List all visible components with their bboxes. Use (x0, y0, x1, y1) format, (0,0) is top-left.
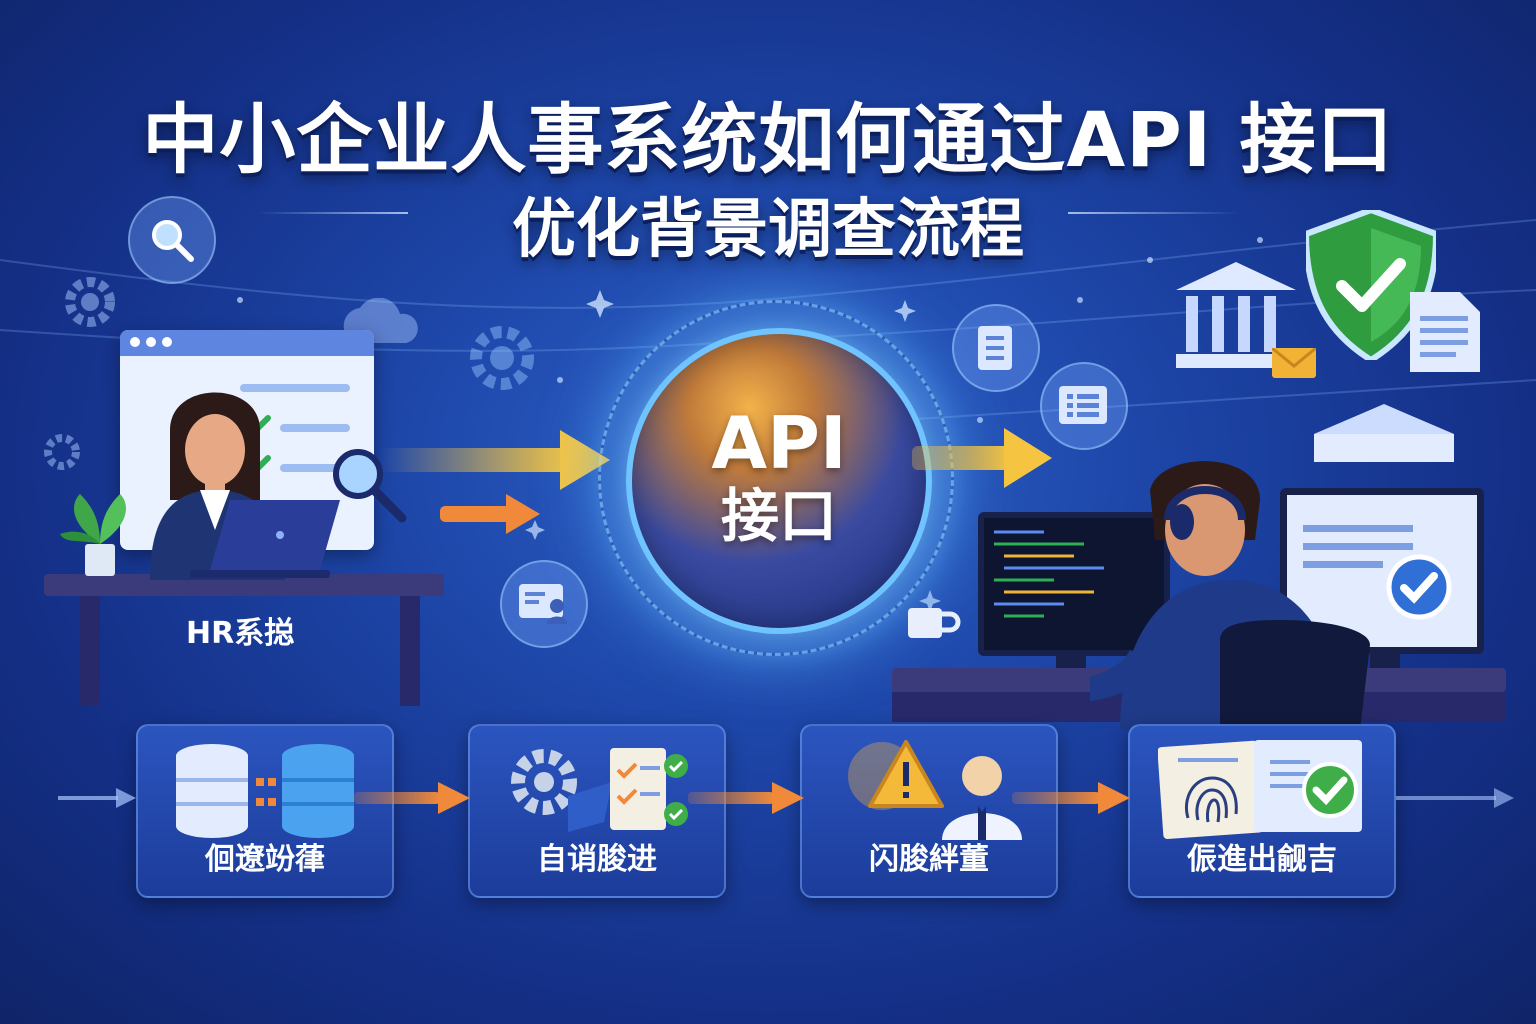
check-circle-icon (1302, 762, 1358, 818)
database-icon (176, 744, 354, 838)
check-circle-icon (1384, 552, 1454, 626)
approval-monitor-stand (1370, 648, 1400, 668)
envelope-tray-icon (1314, 404, 1454, 462)
office-chair (1220, 620, 1370, 730)
step-label: 自诮朘进 (537, 842, 657, 877)
search-icon (128, 196, 216, 284)
gear-icon (462, 318, 542, 402)
report-icon (1158, 740, 1362, 839)
flow-arrow-main-left (380, 430, 610, 490)
laptop-icon (190, 500, 340, 578)
step-arrow-1 (354, 782, 470, 814)
email-icon (1272, 348, 1316, 378)
step-arrow-2 (688, 782, 804, 814)
warning-person-icon (848, 740, 1022, 840)
step-card-auto-verify: 自诮朘进 (468, 724, 726, 898)
gear-icon (60, 272, 120, 336)
step-label: 侲進出觎吉 (1187, 842, 1337, 877)
step-arrow-entry (58, 788, 136, 808)
user-card-icon (500, 560, 588, 648)
step-arrow-exit (1396, 788, 1514, 808)
api-hub: API 接口 (626, 328, 932, 634)
page-title-line2: 优化背景调查流程 (512, 193, 1024, 267)
gear-document-icon (511, 748, 688, 832)
hr-desk (44, 574, 444, 596)
shield-check-icon (1306, 210, 1436, 360)
document-icon (1410, 292, 1480, 372)
flow-arrow-main-right (912, 428, 1052, 488)
flow-arrow-secondary-left (440, 494, 540, 534)
magnifier-icon (330, 446, 410, 530)
page-title-line1: 中小企业人事系统如何通过API 接口 (142, 95, 1394, 184)
step-card-data-collection: 佪遼竕葎 (136, 724, 394, 898)
api-hub-label-cn: 接口 (720, 482, 837, 551)
step-label: 闪朘絆董 (869, 842, 989, 877)
title-decor-right (1068, 212, 1238, 214)
hr-desk-leg (400, 596, 420, 706)
fingerprint-icon (1185, 776, 1238, 823)
bank-icon (1176, 262, 1296, 368)
step-card-risk-assessment: 闪朘絆董 (800, 724, 1058, 898)
api-hub-label-en: API (711, 401, 847, 486)
api-hub-ring (598, 300, 954, 656)
gear-icon (40, 430, 84, 478)
step-card-report: 侲進出觎吉 (1128, 724, 1396, 898)
step-label: 佪遼竕葎 (205, 842, 325, 877)
plant-icon (60, 494, 126, 576)
hr-system-label: HR系搃 (186, 616, 295, 651)
list-icon (1040, 362, 1128, 450)
coffee-cup-icon (908, 608, 961, 638)
hr-desk-leg (80, 596, 100, 706)
document-icon (952, 304, 1040, 392)
step-arrow-3 (1012, 782, 1130, 814)
title-decor-left (258, 212, 408, 214)
